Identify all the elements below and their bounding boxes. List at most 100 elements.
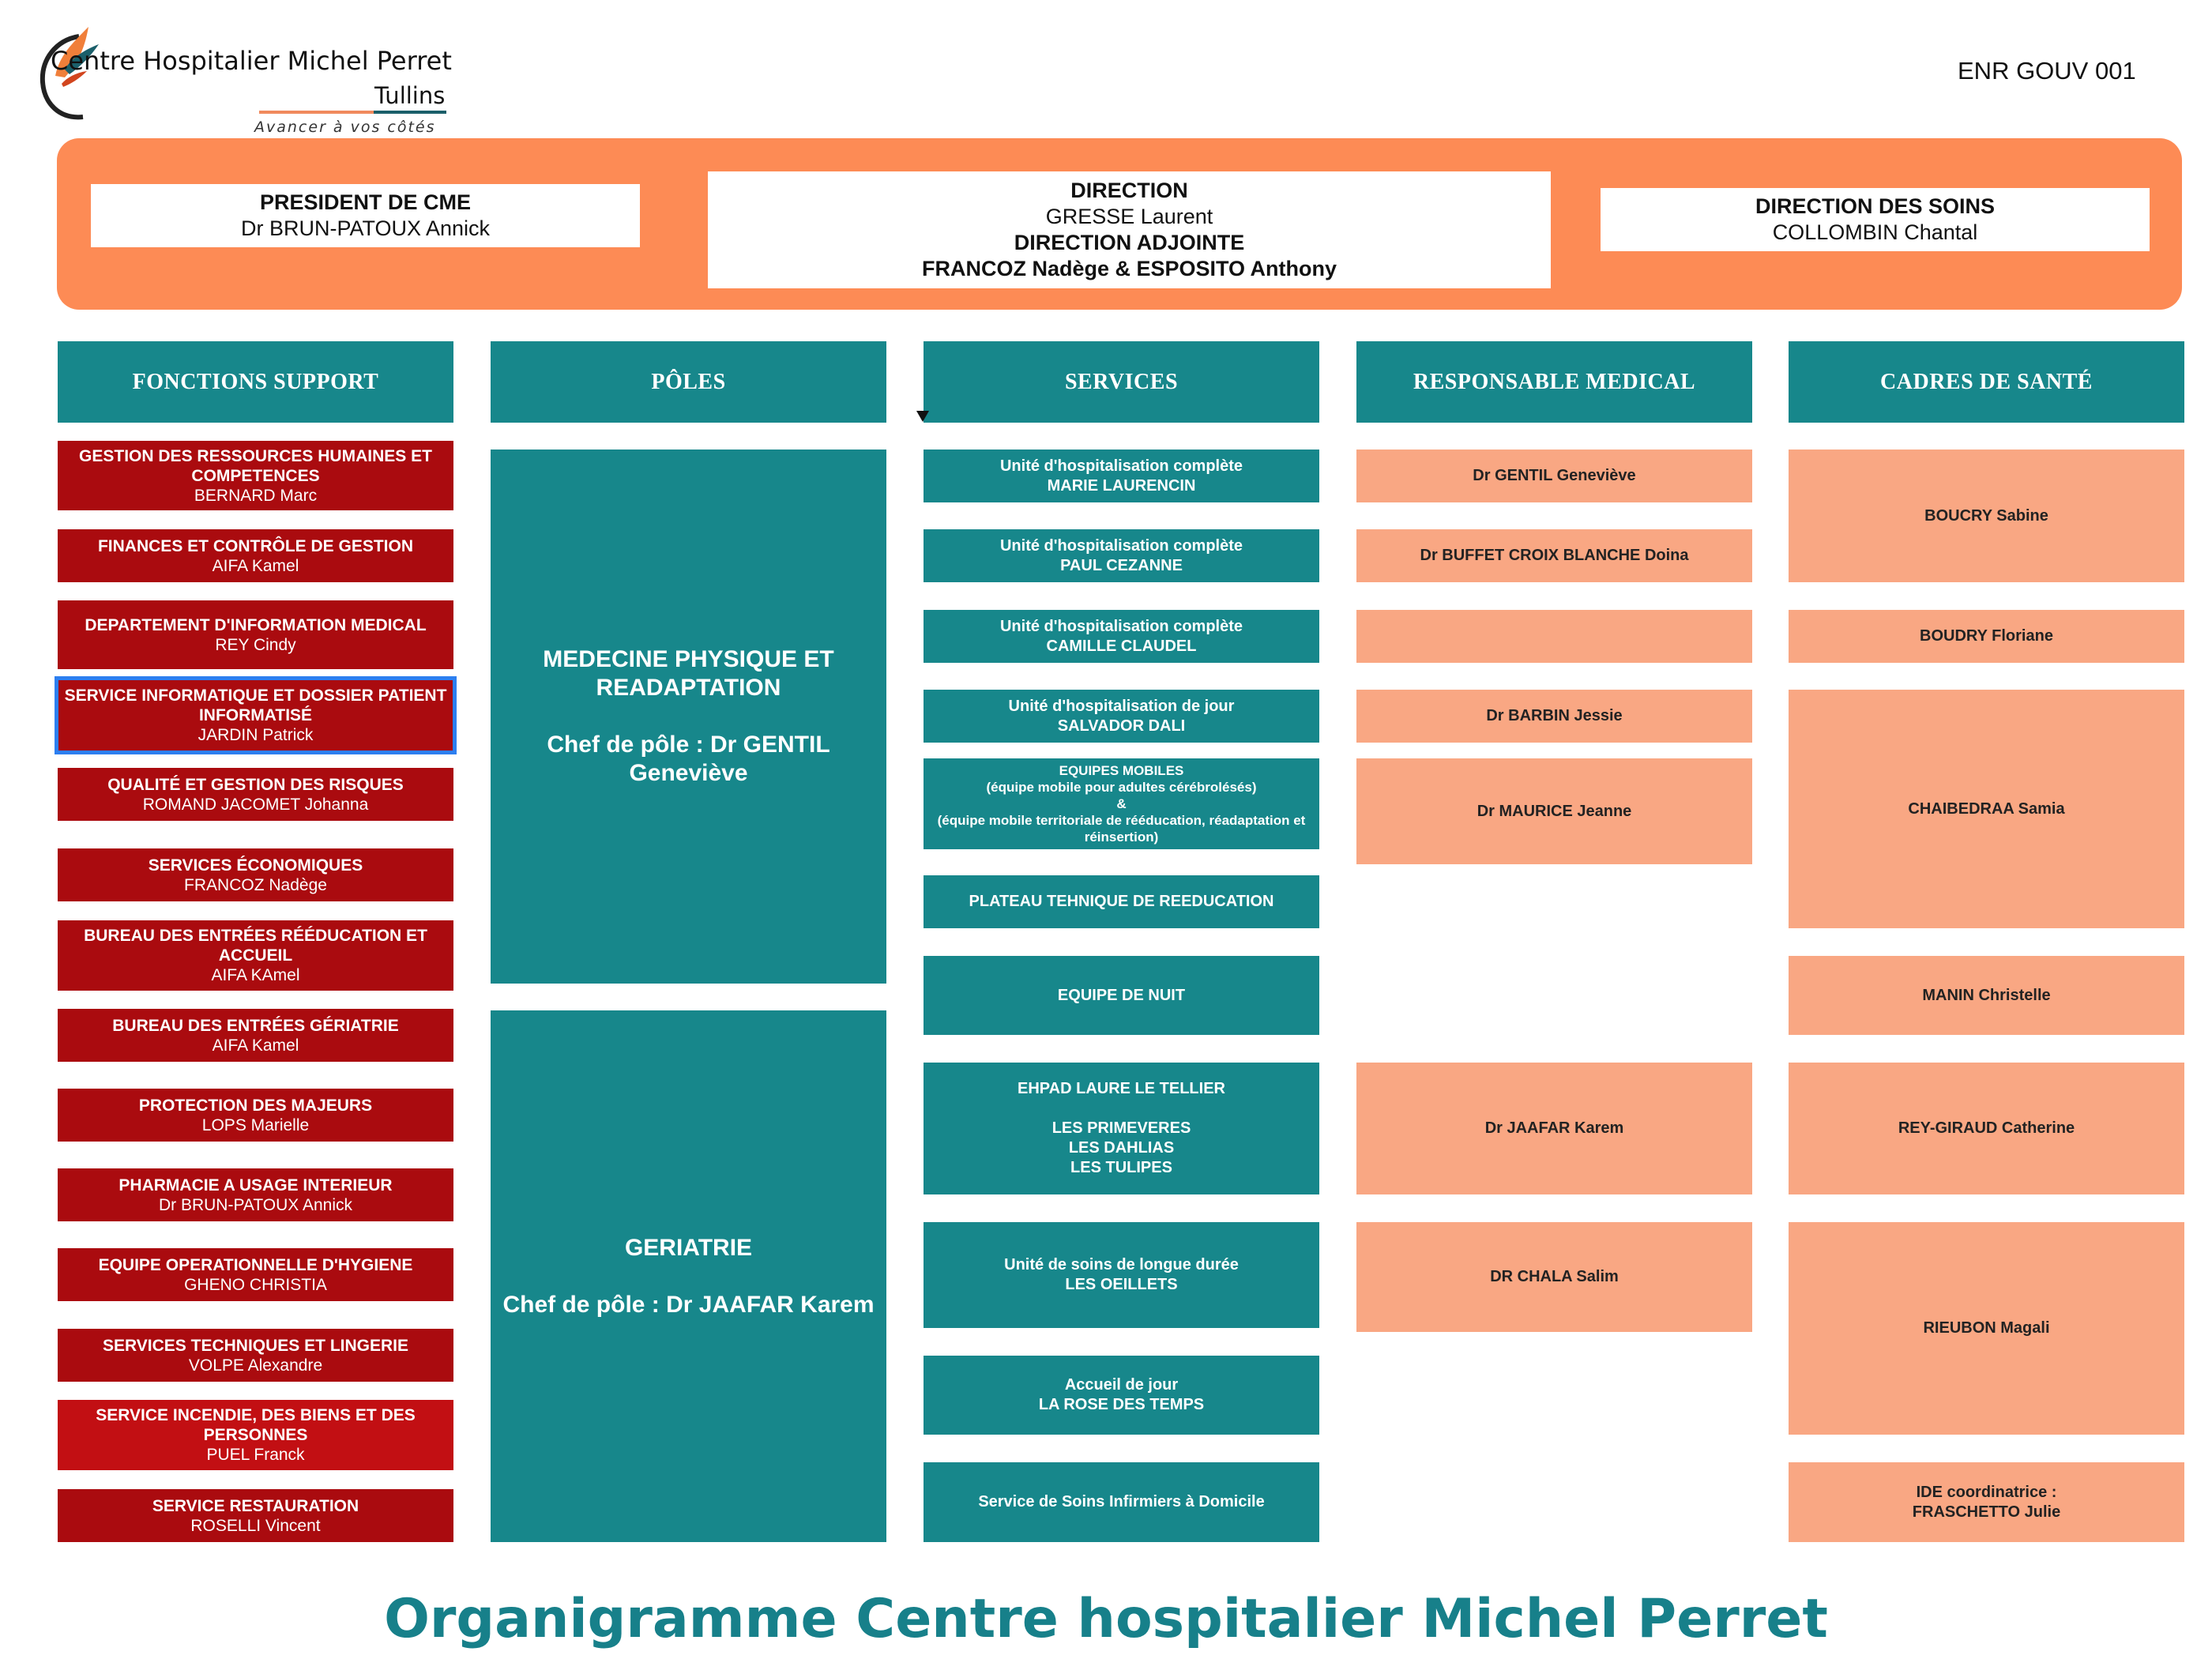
- service-plateau-technique[interactable]: PLATEAU TEHNIQUE DE REEDUCATION: [924, 875, 1319, 928]
- logo-divider: [259, 111, 374, 114]
- medical-name: Dr GENTIL Geneviève: [1473, 467, 1636, 484]
- support-box-rh[interactable]: GESTION DES RESSOURCES HUMAINES ET COMPE…: [58, 441, 453, 510]
- service-equipe-nuit[interactable]: EQUIPE DE NUIT: [924, 956, 1319, 1035]
- cadre-box[interactable]: RIEUBON Magali: [1789, 1222, 2184, 1435]
- support-name: GHENO CHRISTIA: [184, 1275, 327, 1294]
- service-equipes-mobiles[interactable]: EQUIPES MOBILES (équipe mobile pour adul…: [924, 758, 1319, 849]
- president-cme-box: PRESIDENT DE CME Dr BRUN-PATOUX Annick: [91, 184, 640, 247]
- service-paul-cezanne[interactable]: Unité d'hospitalisation complète PAUL CE…: [924, 529, 1319, 582]
- medical-box[interactable]: DR CHALA Salim: [1356, 1222, 1752, 1332]
- support-box-techniques[interactable]: SERVICES TECHNIQUES ET LINGERIE VOLPE Al…: [58, 1329, 453, 1382]
- cadre-box[interactable]: BOUDRY Floriane: [1789, 610, 2184, 663]
- direction-soins-title: DIRECTION DES SOINS: [1755, 194, 1996, 218]
- support-box-bureau-geriatrie[interactable]: BUREAU DES ENTRÉES GÉRIATRIE AIFA Kamel: [58, 1009, 453, 1062]
- cadre-name: RIEUBON Magali: [1923, 1319, 2050, 1337]
- support-title: PHARMACIE A USAGE INTERIEUR: [118, 1176, 393, 1194]
- support-box-dim[interactable]: DEPARTEMENT D'INFORMATION MEDICAL REY Ci…: [58, 600, 453, 669]
- support-name: ROMAND JACOMET Johanna: [142, 795, 369, 814]
- support-box-pharmacie[interactable]: PHARMACIE A USAGE INTERIEUR Dr BRUN-PATO…: [58, 1168, 453, 1221]
- support-name: VOLPE Alexandre: [188, 1356, 323, 1375]
- support-title: EQUIPE OPERATIONNELLE D'HYGIENE: [98, 1255, 413, 1274]
- support-title: BUREAU DES ENTRÉES RÉÉDUCATION ET ACCUEI…: [84, 927, 427, 965]
- service-name: LES OEILLETS: [1065, 1276, 1178, 1293]
- service-name: Service de Soins Infirmiers à Domicile: [978, 1493, 1265, 1510]
- cadre-box[interactable]: CHAIBEDRAA Samia: [1789, 690, 2184, 928]
- support-title: GESTION DES RESSOURCES HUMAINES ET COMPE…: [79, 446, 432, 485]
- support-title: SERVICE RESTAURATION: [152, 1496, 359, 1515]
- service-detail: &: [1116, 796, 1127, 811]
- cadre-name: CHAIBEDRAA Samia: [1908, 799, 2065, 818]
- support-name: JARDIN Patrick: [198, 726, 314, 744]
- service-ehpad[interactable]: EHPAD LAURE LE TELLIER LES PRIMEVERES LE…: [924, 1063, 1319, 1194]
- cadre-box[interactable]: REY-GIRAUD Catherine: [1789, 1063, 2184, 1194]
- service-type: Unité de soins de longue durée: [1004, 1256, 1239, 1273]
- service-salvador-dali[interactable]: Unité d'hospitalisation de jour SALVADOR…: [924, 690, 1319, 743]
- medical-box[interactable]: Dr JAAFAR Karem: [1356, 1063, 1752, 1194]
- service-name: EQUIPES MOBILES: [1059, 763, 1184, 778]
- medical-name: Dr BUFFET CROIX BLANCHE Doina: [1420, 547, 1689, 564]
- pole-geriatrie[interactable]: GERIATRIE Chef de pôle : Dr JAAFAR Karem: [491, 1010, 886, 1542]
- president-name: Dr BRUN-PATOUX Annick: [240, 216, 491, 240]
- medical-name: DR CHALA Salim: [1490, 1268, 1619, 1285]
- service-name: EQUIPE DE NUIT: [1057, 986, 1186, 1004]
- support-name: Dr BRUN-PATOUX Annick: [158, 1195, 353, 1214]
- medical-box[interactable]: Dr GENTIL Geneviève: [1356, 450, 1752, 502]
- service-type: Unité d'hospitalisation complète: [999, 536, 1243, 555]
- service-ssiad[interactable]: Service de Soins Infirmiers à Domicile: [924, 1462, 1319, 1542]
- support-name: AIFA Kamel: [212, 1036, 299, 1055]
- service-unit: LES TULIPES: [1070, 1159, 1172, 1176]
- cadre-box[interactable]: BOUCRY Sabine: [1789, 450, 2184, 582]
- support-box-qualite[interactable]: QUALITÉ ET GESTION DES RISQUES ROMAND JA…: [58, 768, 453, 821]
- support-box-informatique[interactable]: SERVICE INFORMATIQUE ET DOSSIER PATIENT …: [55, 676, 457, 754]
- pole-chef: Chef de pôle : Dr GENTIL Geneviève: [547, 732, 830, 786]
- direction-name: GRESSE Laurent: [1045, 205, 1213, 228]
- medical-box[interactable]: Dr BUFFET CROIX BLANCHE Doina: [1356, 529, 1752, 582]
- cadre-name: MANIN Christelle: [1922, 986, 2051, 1004]
- support-title: DEPARTEMENT D'INFORMATION MEDICAL: [85, 615, 427, 634]
- service-type: Accueil de jour: [1064, 1376, 1179, 1394]
- service-marie-laurencin[interactable]: Unité d'hospitalisation complète MARIE L…: [924, 450, 1319, 502]
- support-box-finances[interactable]: FINANCES ET CONTRÔLE DE GESTION AIFA Kam…: [58, 529, 453, 582]
- cadre-name: BOUCRY Sabine: [1924, 506, 2048, 525]
- service-type: Unité d'hospitalisation complète: [999, 457, 1243, 475]
- support-box-incendie[interactable]: SERVICE INCENDIE, DES BIENS ET DES PERSO…: [58, 1400, 453, 1470]
- cadre-box[interactable]: MANIN Christelle: [1789, 956, 2184, 1035]
- pole-mpr[interactable]: MEDECINE PHYSIQUE ET READAPTATION Chef d…: [491, 450, 886, 984]
- pole-name: GERIATRIE: [624, 1234, 753, 1261]
- cadre-box[interactable]: IDE coordinatrice : FRASCHETTO Julie: [1789, 1462, 2184, 1542]
- direction-adjointe-names: FRANCOZ Nadège & ESPOSITO Anthony: [921, 257, 1337, 280]
- service-usld[interactable]: Unité de soins de longue durée LES OEILL…: [924, 1222, 1319, 1328]
- pole-chef: Chef de pôle : Dr JAAFAR Karem: [502, 1291, 875, 1318]
- medical-box[interactable]: Dr BARBIN Jessie: [1356, 690, 1752, 743]
- support-title: PROTECTION DES MAJEURS: [138, 1096, 373, 1115]
- medical-box-empty[interactable]: [1356, 610, 1752, 663]
- direction-title: DIRECTION: [1070, 179, 1188, 202]
- support-box-economiques[interactable]: SERVICES ÉCONOMIQUES FRANCOZ Nadège: [58, 848, 453, 901]
- column-header-medical: RESPONSABLE MEDICAL: [1356, 341, 1752, 423]
- support-title: QUALITÉ ET GESTION DES RISQUES: [107, 775, 404, 794]
- support-name: PUEL Franck: [206, 1446, 305, 1464]
- cadre-name: REY-GIRAUD Catherine: [1898, 1119, 2075, 1137]
- logo-divider: [374, 111, 446, 114]
- service-unit: LES DAHLIAS: [1068, 1139, 1175, 1157]
- support-title: SERVICE INFORMATIQUE ET DOSSIER PATIENT …: [64, 687, 447, 724]
- support-box-restauration[interactable]: SERVICE RESTAURATION ROSELLI Vincent: [58, 1489, 453, 1542]
- service-accueil-jour[interactable]: Accueil de jour LA ROSE DES TEMPS: [924, 1356, 1319, 1435]
- cadre-name: FRASCHETTO Julie: [1912, 1503, 2061, 1521]
- support-box-bureau-reeducation[interactable]: BUREAU DES ENTRÉES RÉÉDUCATION ET ACCUEI…: [58, 920, 453, 991]
- support-box-hygiene[interactable]: EQUIPE OPERATIONNELLE D'HYGIENE GHENO CH…: [58, 1248, 453, 1301]
- column-header-cadres: CADRES DE SANTÉ: [1789, 341, 2184, 423]
- service-type: Unité d'hospitalisation de jour: [1008, 697, 1235, 715]
- medical-name: Dr JAAFAR Karem: [1484, 1119, 1624, 1137]
- service-camille-claudel[interactable]: Unité d'hospitalisation complète CAMILLE…: [924, 610, 1319, 663]
- service-detail: (équipe mobile territoriale de rééducati…: [937, 813, 1306, 845]
- caret-down-icon: [916, 411, 929, 422]
- page-title: Organigramme Centre hospitalier Michel P…: [384, 1588, 1828, 1650]
- medical-box[interactable]: Dr MAURICE Jeanne: [1356, 758, 1752, 864]
- support-box-protection-majeurs[interactable]: PROTECTION DES MAJEURS LOPS Marielle: [58, 1089, 453, 1142]
- support-name: AIFA KAmel: [211, 966, 300, 984]
- service-name: PLATEAU TEHNIQUE DE REEDUCATION: [969, 893, 1274, 910]
- support-title: SERVICES TECHNIQUES ET LINGERIE: [102, 1336, 408, 1355]
- service-detail: (équipe mobile pour adultes cérébrolésés…: [986, 780, 1257, 795]
- service-name: SALVADOR DALI: [1057, 717, 1186, 735]
